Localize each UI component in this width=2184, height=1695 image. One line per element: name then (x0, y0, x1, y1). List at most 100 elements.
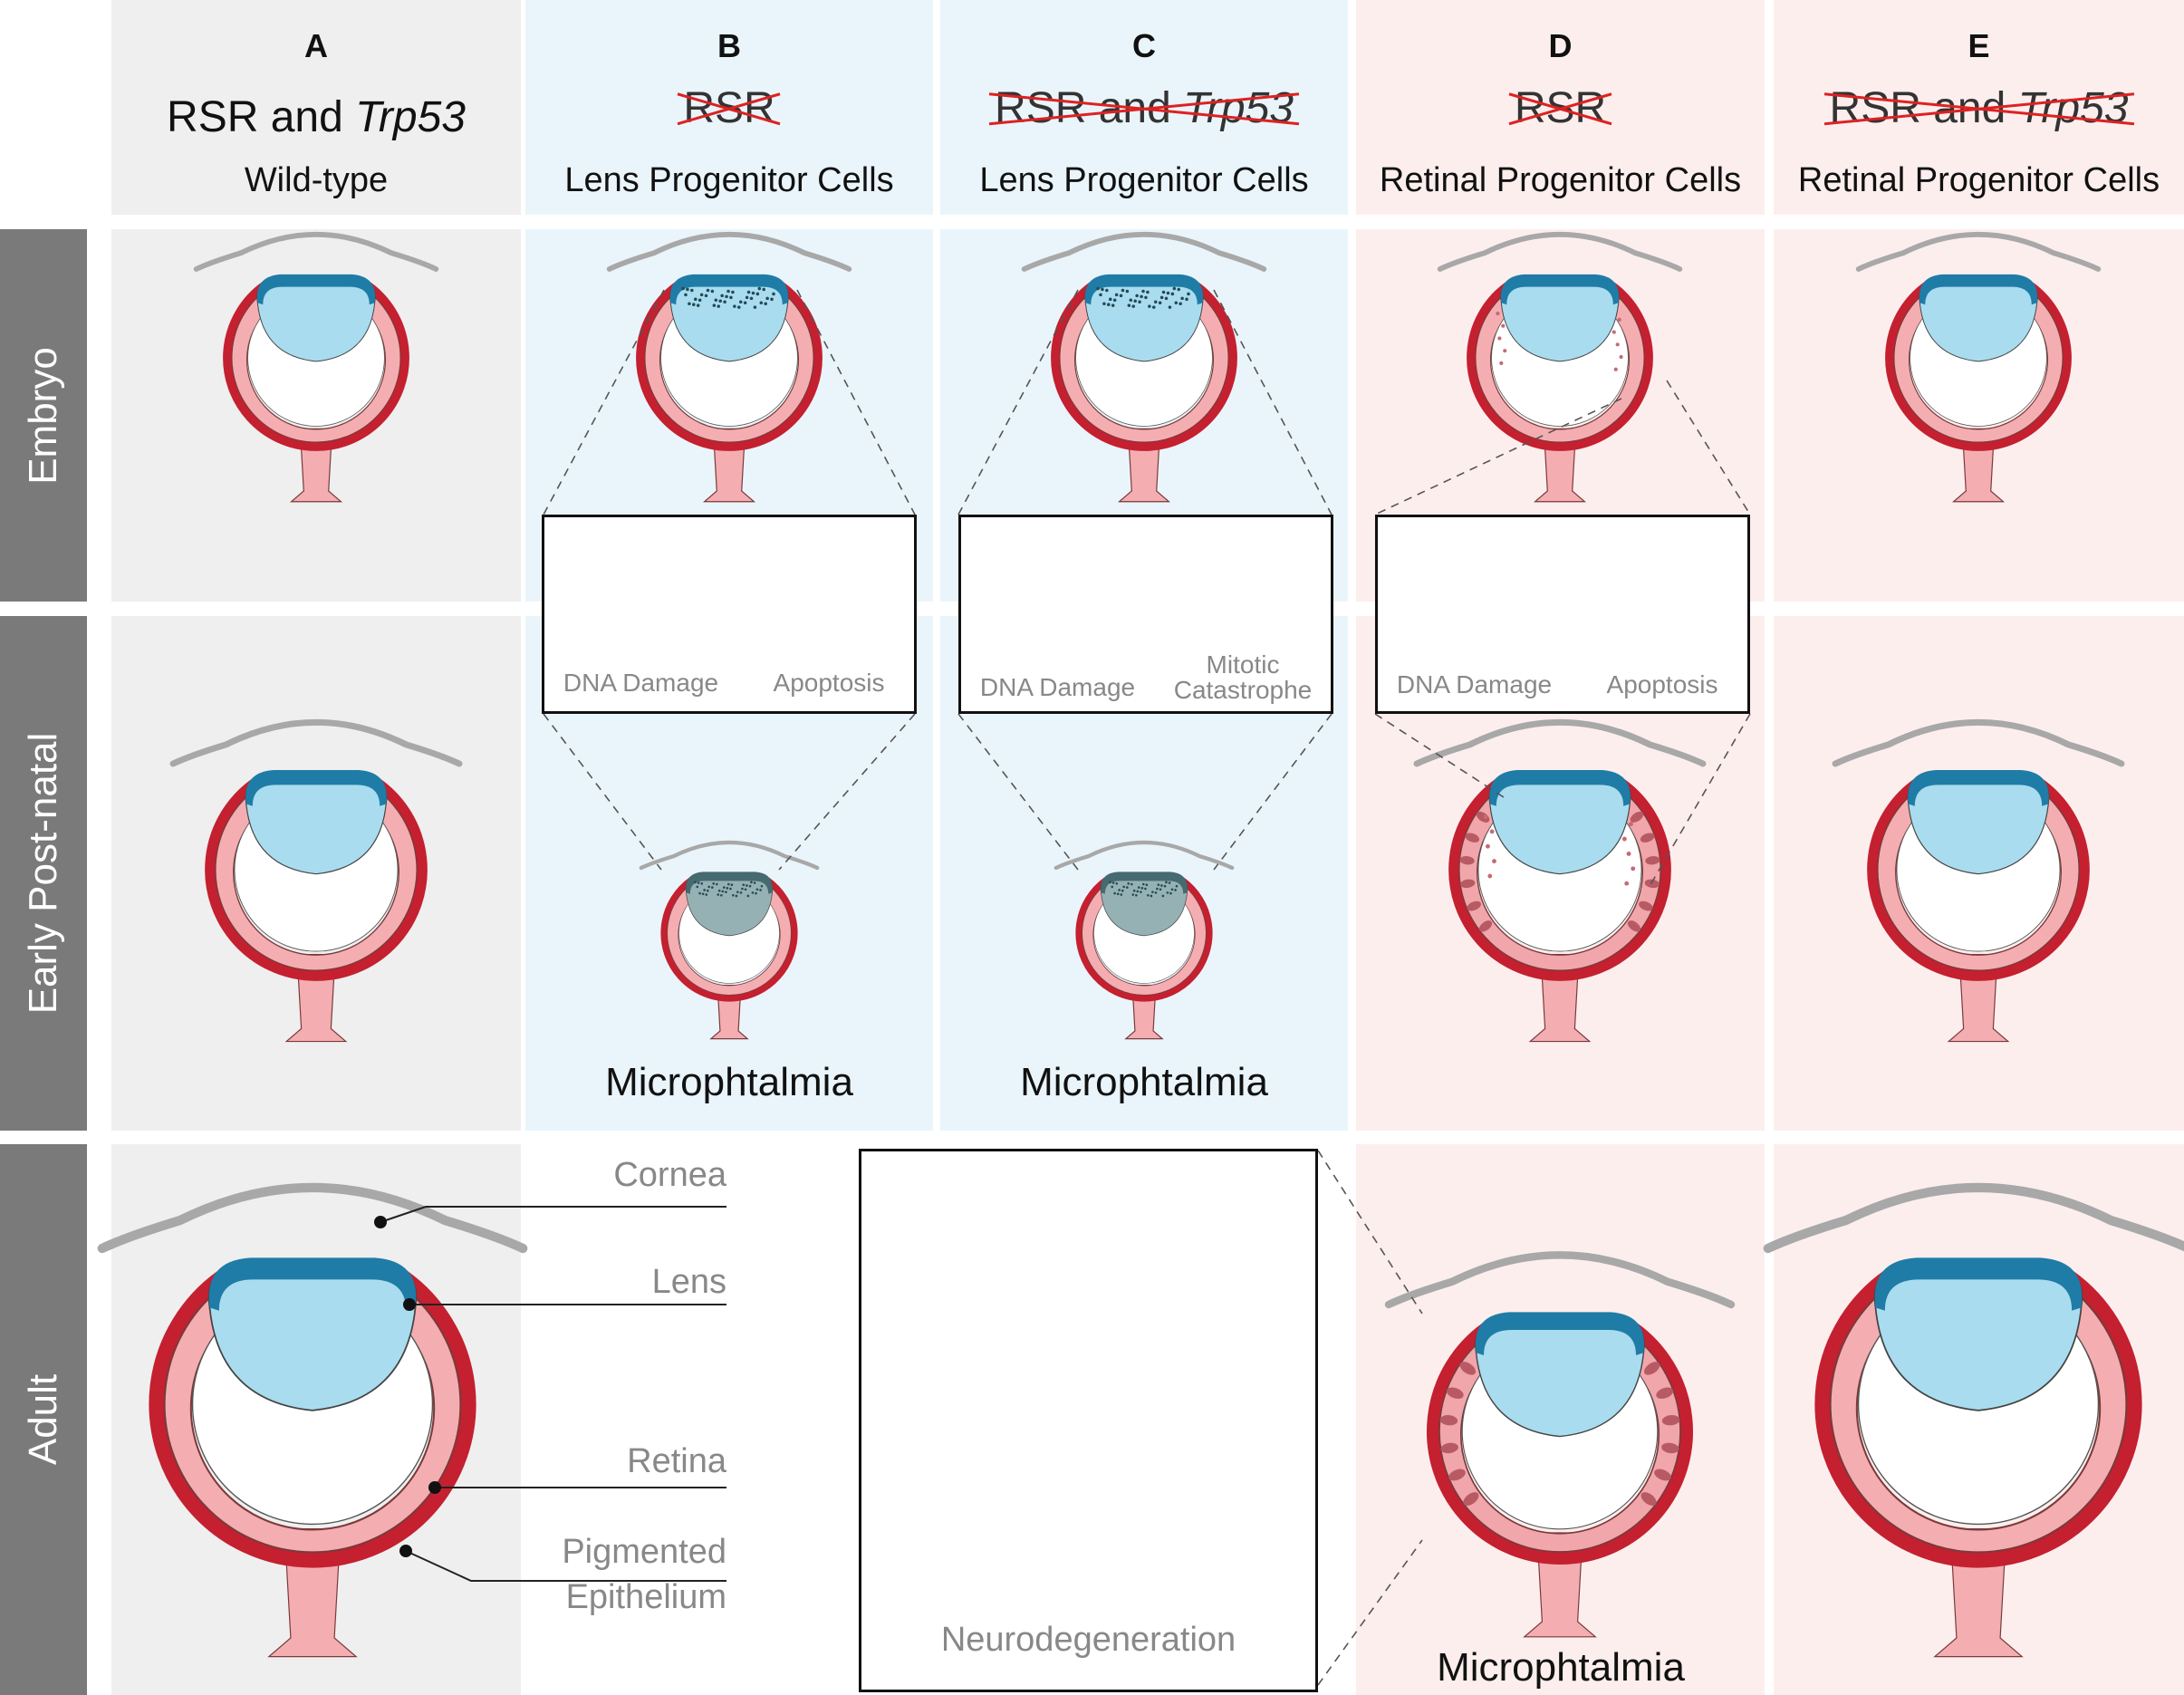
lens-damage-dot (759, 889, 762, 891)
degenerating-cell (1460, 879, 1476, 889)
lens-damage-dot (701, 892, 705, 896)
lens-damage-dot (1131, 893, 1135, 896)
lens-damage-dot (1111, 303, 1115, 307)
lens-damage-dot (725, 891, 727, 893)
degenerating-cell (1459, 1362, 1477, 1375)
column-genotype: RSR and Trp53 (940, 83, 1348, 133)
lens-damage-dot (736, 891, 739, 893)
lens-damage-dot (1187, 292, 1190, 296)
lens-epithelium (1489, 770, 1631, 806)
lens-damage-dot (694, 881, 697, 884)
lens-damage-dot (1144, 887, 1147, 891)
lens-damage-dot (1180, 296, 1184, 301)
column-letter: E (1968, 27, 1990, 64)
pigmented-epithelium (149, 1271, 476, 1568)
retina-damage-dot (1489, 829, 1495, 834)
degenerating-cell (1440, 1442, 1458, 1454)
cell-b-0 (525, 0, 933, 215)
cornea (169, 718, 463, 767)
inset-dna-damage-mitotic-c (958, 515, 1333, 714)
inset-dna-damage-apoptosis-d (1375, 515, 1750, 714)
pigmented-epithelium (1814, 1271, 2142, 1568)
degenerating-cell (1448, 1469, 1466, 1481)
retina-damage-dot (1501, 323, 1506, 328)
degenerating-cell (1459, 855, 1475, 865)
lens-damage-dot (1163, 884, 1167, 888)
lens-damage-dot (746, 884, 748, 887)
lens-epithelium (1101, 872, 1188, 894)
lens-damage-dot (688, 302, 691, 305)
lens-damage-dot (1148, 304, 1151, 308)
lens-damage-dot (745, 295, 749, 300)
pigmented-epithelium (1427, 1323, 1693, 1565)
lens-damage-dot (757, 286, 762, 291)
lens-damage-dot (735, 894, 738, 898)
degenerating-cell (1644, 879, 1660, 889)
label-pigmented: Pigmented (562, 1533, 726, 1571)
lens-damage-dot (1138, 300, 1141, 304)
lens-damage-dot (1109, 881, 1111, 884)
lens-damage-dot (1160, 884, 1163, 887)
column-letter: A (304, 27, 328, 64)
lens-damage-dot (706, 288, 710, 293)
lens-damage-dot (1179, 302, 1182, 305)
column-genotype: RSR (1356, 83, 1765, 133)
zoom-line-d-bottom-left (1374, 713, 1505, 798)
cornea (1021, 231, 1267, 272)
retina-damage-dot (1487, 873, 1493, 879)
lens-damage-dot (772, 292, 775, 296)
lens-damage-dot (751, 291, 755, 295)
pigmented-epithelium (636, 282, 823, 451)
genotype-gene-italic: Trp53 (355, 93, 466, 141)
inset-c-label-mitotic: Mitotic (1206, 650, 1280, 679)
lens-damage-dot (725, 294, 728, 299)
zoom-line-neuro-bottom (1317, 1539, 1423, 1686)
lens-damage-dot (739, 891, 743, 894)
zoom-line-d-top-right (1666, 380, 1751, 515)
lens-damage-dot (729, 887, 732, 891)
lens-damage-dot (1168, 881, 1171, 884)
lens-damage-dot (700, 881, 704, 885)
lens-epithelium (208, 1257, 417, 1311)
lens-damage-dot (1116, 892, 1120, 896)
lens-damage-dot (1170, 292, 1175, 296)
cornea (1054, 840, 1235, 871)
lens-epithelium (1919, 274, 2038, 305)
row-label-early-post-natal: Early Post-natal (0, 616, 87, 1131)
degenerating-cell (1476, 811, 1490, 823)
lens-epithelium (1874, 1257, 2083, 1311)
zoom-line-neuro-top (1317, 1150, 1423, 1315)
lens-damage-dot (1118, 889, 1121, 891)
lens-damage-dot (1111, 881, 1115, 884)
zoom-line-c-bottom-left (957, 713, 1079, 871)
lens-damage-dot (1131, 304, 1136, 308)
leader-cornea-dot (374, 1216, 387, 1228)
inset-b-label-apoptosis: Apoptosis (773, 669, 885, 697)
lens-damage-dot (1175, 884, 1179, 888)
zoom-line-d-top-left (1374, 398, 1622, 515)
cornea (1855, 231, 2102, 272)
lens-damage-dot (1108, 297, 1112, 302)
genotype-gene-italic: Trp53 (2017, 84, 2129, 132)
lens-damage-dot (1114, 293, 1119, 297)
lens-damage-dot (1112, 298, 1117, 303)
lens-epithelium (1500, 274, 1620, 305)
lens-damage-dot (1166, 891, 1169, 894)
caption-microphtalmia-d: Microphtalmia (1437, 1645, 1685, 1690)
lens-damage-dot (1105, 288, 1109, 293)
lens-epithelium (256, 274, 376, 305)
eye-embryo-c (1021, 231, 1267, 503)
leader-pigmented-epithelium (405, 1550, 726, 1582)
pigmented-epithelium (1467, 282, 1653, 451)
column-cell-type: Lens Progenitor Cells (564, 161, 894, 199)
pigmented-epithelium (223, 282, 409, 451)
lens-damage-dot (1140, 294, 1143, 299)
inset-c-label-catastrophe: Catastrophe (1173, 676, 1313, 704)
lens-damage-dot (699, 293, 704, 297)
degenerating-cell (1478, 920, 1493, 932)
lens-damage-dot (1169, 891, 1172, 895)
lens-damage-dot (755, 888, 759, 891)
degenerating-cell (1627, 920, 1641, 932)
